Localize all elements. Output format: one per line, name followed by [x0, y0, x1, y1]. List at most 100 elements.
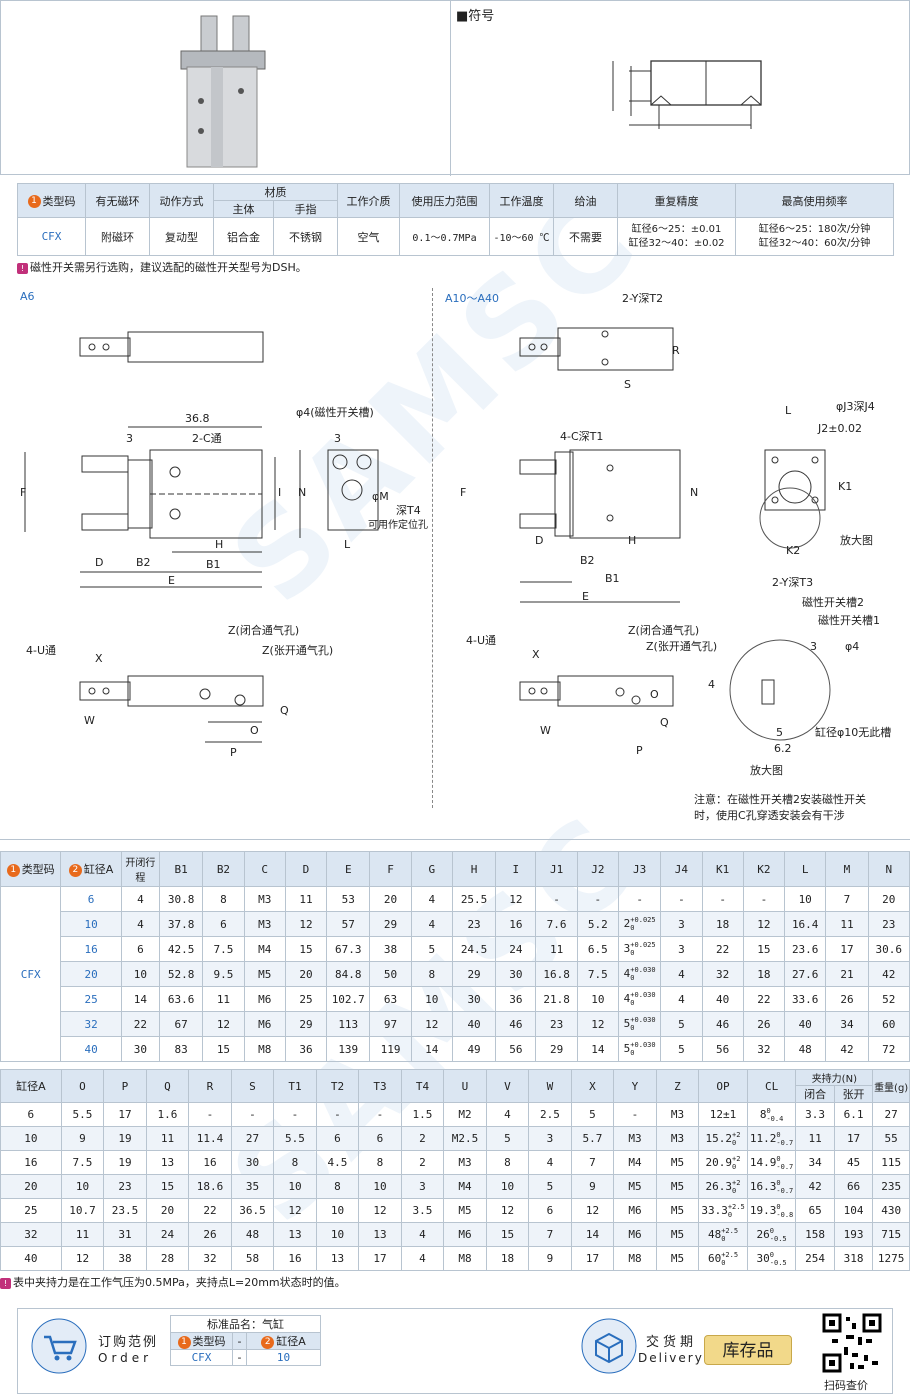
- table-cell: 4: [660, 961, 703, 987]
- table-cell: 25: [60, 986, 122, 1012]
- dim-zc: Z(闭合通气孔): [228, 623, 299, 637]
- order-subtitle: Order: [98, 1351, 153, 1365]
- table-cell: 60: [867, 1011, 910, 1037]
- dim-pos: 可用作定位孔: [368, 518, 428, 531]
- table2-note: !表中夹持力是在工作气压为0.5MPa，夹持点L=20mm状态时的值。: [0, 1274, 910, 1290]
- table-cell: 18: [701, 911, 744, 937]
- table-cell: M5: [655, 1246, 700, 1271]
- qr-code-icon[interactable]: [822, 1313, 882, 1373]
- table-cell: 715: [872, 1222, 910, 1247]
- table-cell: 5: [528, 1174, 572, 1199]
- table-cell: 67.3: [326, 936, 371, 962]
- col-temp: 工作温度: [489, 183, 554, 218]
- table-cell: 17: [103, 1102, 147, 1127]
- table-cell: 7: [570, 1150, 615, 1175]
- a6-label: A6: [20, 290, 35, 303]
- dim-s: S: [624, 378, 631, 391]
- th: B1: [159, 851, 204, 887]
- th: U: [443, 1069, 487, 1103]
- table-cell: M3: [655, 1126, 700, 1151]
- table-cell: 32: [701, 961, 744, 987]
- table-cell: 10: [576, 986, 620, 1012]
- table-cell: 6: [0, 1102, 62, 1127]
- table-cell: 16.4: [784, 911, 827, 937]
- table-cell: 9.5: [202, 961, 245, 987]
- table-cell: 10: [273, 1174, 317, 1199]
- table-cell: 34: [795, 1150, 835, 1175]
- table-cell: 7: [825, 886, 869, 912]
- th: P: [103, 1069, 147, 1103]
- cell: 铝合金: [213, 217, 274, 256]
- table-cell: 4: [660, 986, 703, 1012]
- table-cell: 14: [570, 1222, 615, 1247]
- table-cell: 11.4: [188, 1126, 232, 1151]
- symbol-title: ■符号: [456, 9, 495, 24]
- th: V: [485, 1069, 530, 1103]
- table-cell: 16: [495, 911, 537, 937]
- table-cell: 6.5: [576, 936, 620, 962]
- th: G: [410, 851, 453, 887]
- table-cell: 5: [660, 1036, 703, 1062]
- divider-line: [432, 288, 433, 808]
- table-cell: 13: [358, 1222, 402, 1247]
- table-cell: 4: [485, 1102, 530, 1127]
- table-cell: 29: [369, 911, 412, 937]
- table-cell: M4: [613, 1150, 657, 1175]
- dim-h2: H: [628, 534, 636, 547]
- table-cell: 58: [230, 1246, 275, 1271]
- table-cell: 48: [230, 1222, 275, 1247]
- table-cell: -: [535, 886, 578, 912]
- dim-4u-2: 4-U通: [466, 634, 496, 647]
- table-cell: 42: [795, 1174, 835, 1199]
- th: I: [495, 851, 537, 887]
- col-frequency: 最高使用频率: [735, 183, 894, 218]
- freq-line: 缸径6～25：180次/分钟: [758, 223, 871, 235]
- table-cell: 9: [570, 1174, 615, 1199]
- th: B2: [202, 851, 245, 887]
- dim-6-2: 6.2: [774, 742, 792, 755]
- dim-r: R: [672, 344, 680, 357]
- table-cell: 48: [784, 1036, 827, 1062]
- table-cell: 97: [369, 1011, 412, 1037]
- table-cell: 12: [202, 1011, 245, 1037]
- table-cell: 46: [701, 1011, 744, 1037]
- table-cell: 16.8: [535, 961, 578, 987]
- table-cell: 24.5: [451, 936, 497, 962]
- dim-y3: 2-Y深T3: [772, 576, 813, 589]
- table-cell: 7.6: [535, 911, 578, 937]
- table-cell: 8: [485, 1150, 530, 1175]
- col-medium: 工作介质: [337, 183, 400, 218]
- table-cell: 16: [273, 1246, 317, 1271]
- table-cell: 3: [528, 1126, 572, 1151]
- table-cell: -: [613, 1102, 657, 1127]
- dimension-table-2: 缸径A O P Q R S T1 T2 T3 T4 U V W X Y Z OP…: [0, 1069, 910, 1290]
- table-cell: 10.7: [60, 1198, 105, 1223]
- table-cell: 6: [315, 1126, 360, 1151]
- table-cell: 23: [535, 1011, 578, 1037]
- th: K1: [701, 851, 744, 887]
- table2-note-text: 表中夹持力是在工作气压为0.5MPa，夹持点L=20mm状态时的值。: [13, 1276, 346, 1289]
- table-cell: 8: [358, 1150, 402, 1175]
- table-cell: M5: [655, 1174, 700, 1199]
- table-cell: 27: [230, 1126, 275, 1151]
- table-cell: 25: [284, 986, 328, 1012]
- dim-e2: E: [582, 590, 589, 603]
- table-cell: 3.3: [795, 1102, 835, 1127]
- table-cell: 24: [495, 936, 537, 962]
- table-cell: 18: [485, 1246, 530, 1271]
- type-cell: CFX: [0, 886, 62, 1062]
- dim-c4: 4-C深T1: [560, 430, 603, 443]
- table-cell: 17: [825, 936, 869, 962]
- precision-line: 缸径32～40：±0.02: [628, 237, 725, 249]
- table-cell: 10: [784, 886, 827, 912]
- th: O: [60, 1069, 105, 1103]
